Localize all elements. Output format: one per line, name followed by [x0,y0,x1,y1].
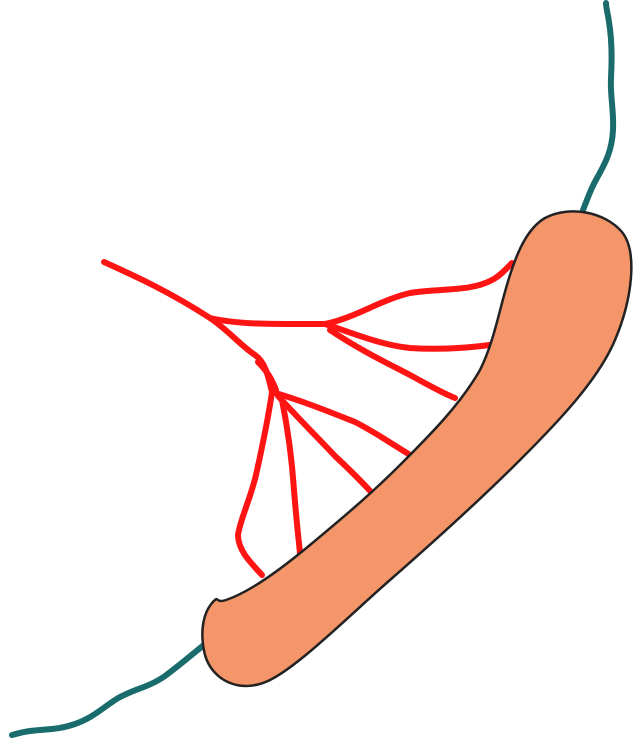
diagram-svg [0,0,633,747]
bacterium-diagram [0,0,633,747]
